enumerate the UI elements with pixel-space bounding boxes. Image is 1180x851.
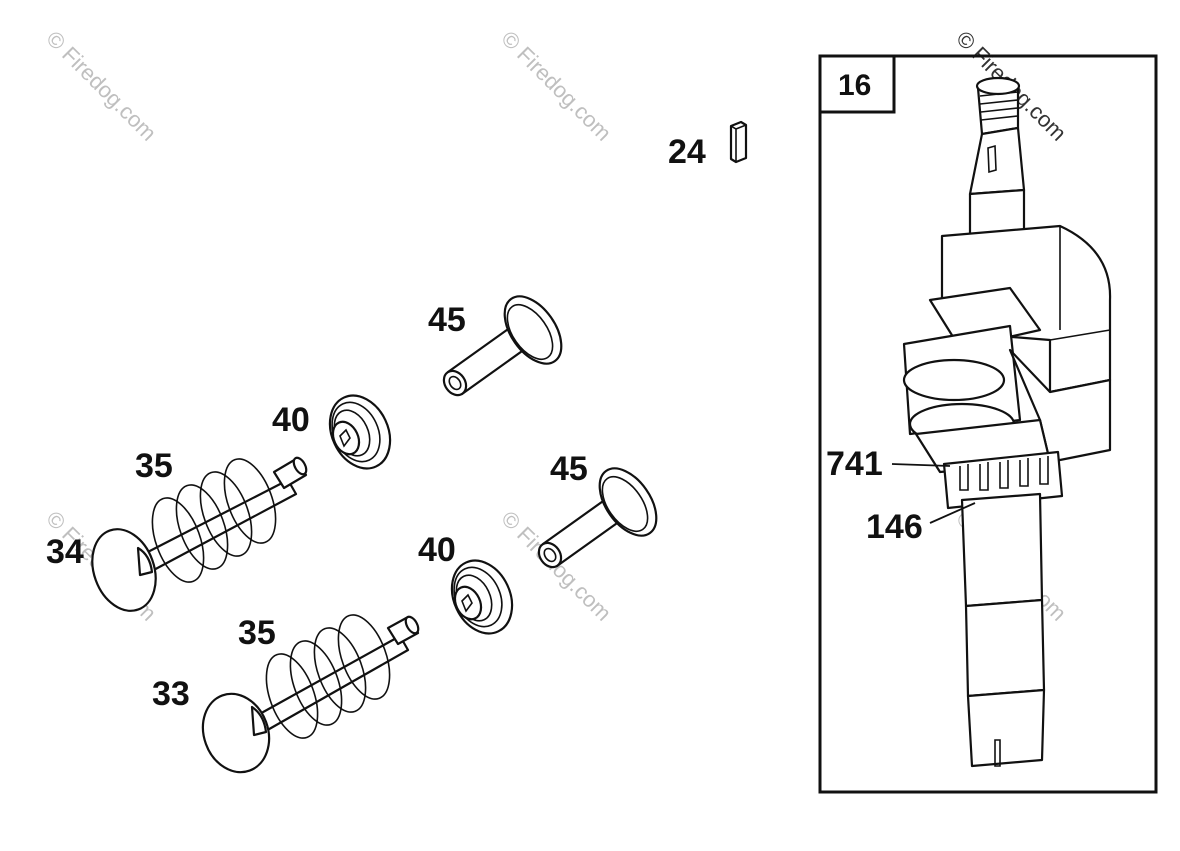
watermark: © Firedog.com [496,26,616,146]
callout-33: 33 [152,675,190,713]
callout-40-upper: 40 [272,401,310,439]
callout-45-upper: 45 [428,301,466,339]
part-33-valve-intake[interactable] [192,615,421,782]
part-40-retainer-lower[interactable] [441,551,524,644]
callout-45-lower: 45 [550,450,588,488]
part-35-spring-lower[interactable] [256,608,399,745]
leader-741 [891,463,951,467]
callout-741: 741 [826,445,883,483]
part-24-key[interactable] [729,120,748,164]
part-34-valve-exhaust[interactable] [81,456,308,620]
leader-146 [929,502,976,524]
part-45-valve-guide-lower[interactable] [534,458,667,571]
part-35-spring-upper[interactable] [142,452,285,589]
part-16-crankshaft[interactable] [902,76,1112,768]
part-45-valve-guide-upper[interactable] [439,286,572,399]
callout-35-upper: 35 [135,447,173,485]
callout-24: 24 [668,133,706,171]
callout-146: 146 [866,508,923,546]
callout-16: 16 [838,69,871,102]
watermark: © Firedog.com [41,26,161,146]
part-16-crankshaft-box [818,54,1158,794]
callout-34: 34 [46,533,84,571]
callout-35-lower: 35 [238,614,276,652]
part-40-retainer-upper[interactable] [319,386,402,479]
callout-40-lower: 40 [418,531,456,569]
